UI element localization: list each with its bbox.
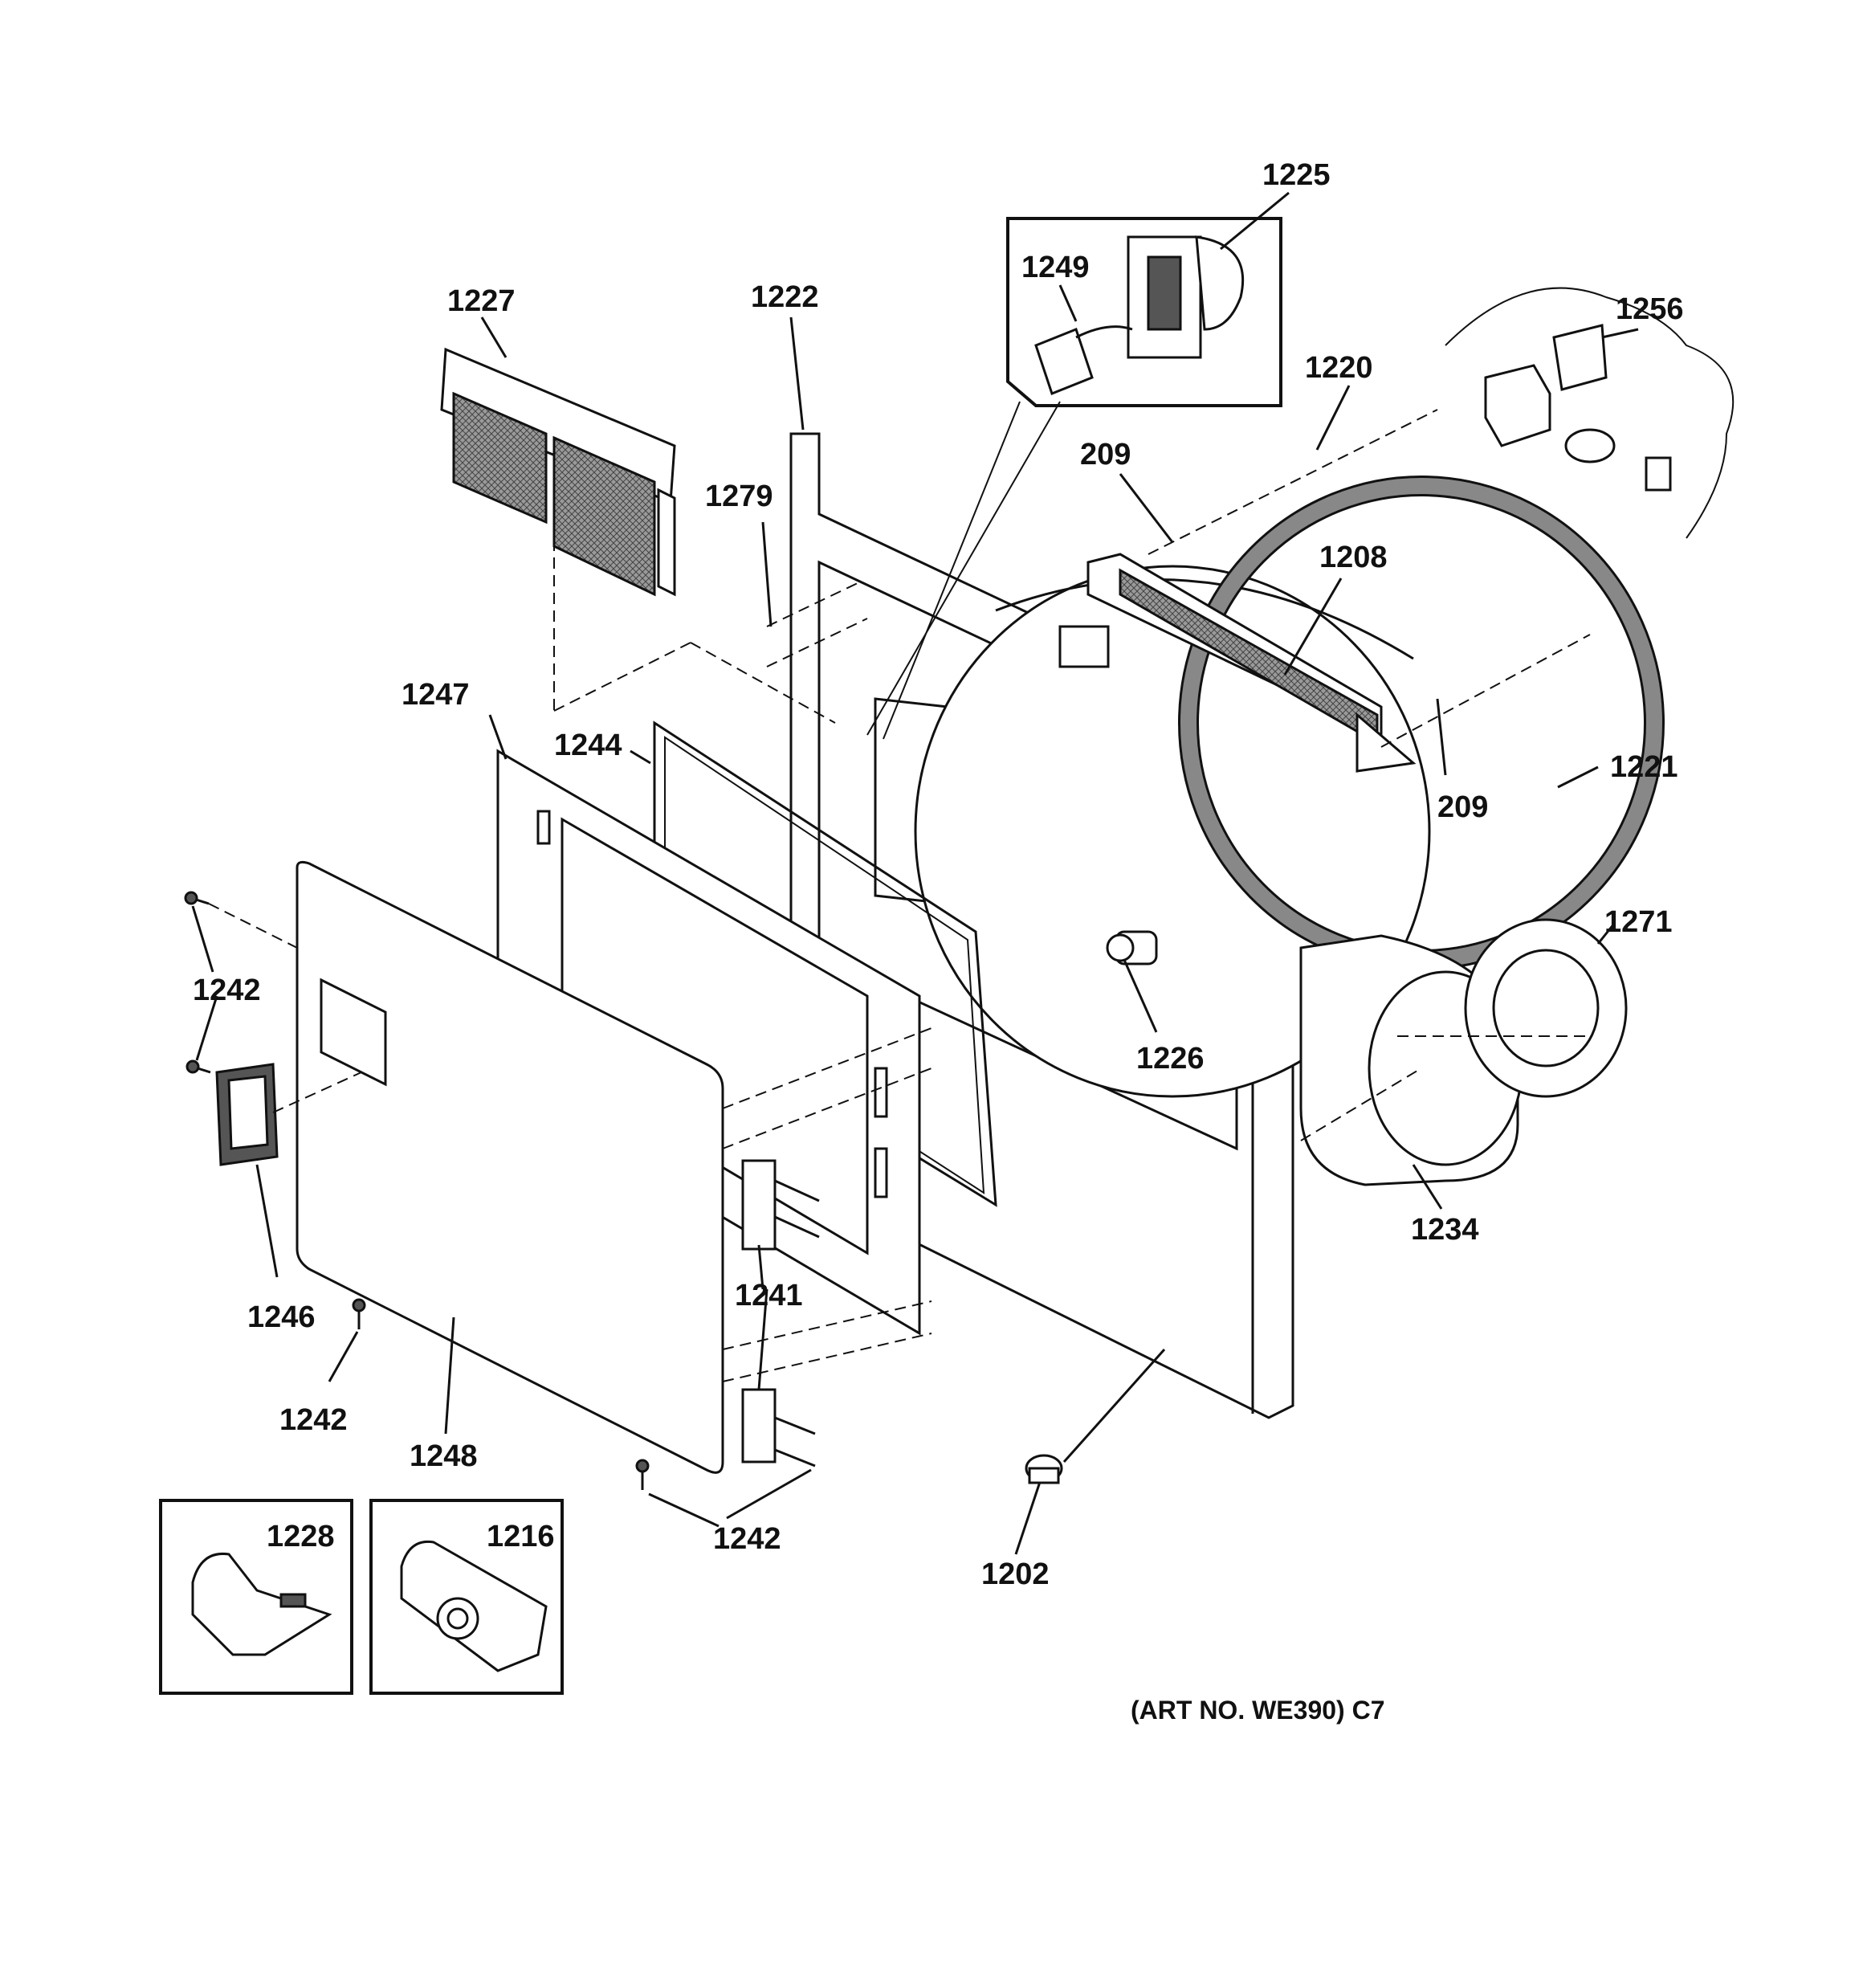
callout-1208: 1208 [1319, 541, 1388, 574]
outer-door-1248 [296, 860, 724, 1474]
callout-1248: 1248 [410, 1439, 478, 1473]
inset-1228 [159, 1499, 353, 1695]
callout-1216: 1216 [487, 1520, 555, 1553]
callout-1227: 1227 [447, 284, 516, 318]
leader-lines [191, 191, 1639, 1555]
inset-1216 [369, 1499, 564, 1695]
callout-1247: 1247 [402, 678, 470, 712]
callout-1228: 1228 [267, 1520, 335, 1553]
callout-1221: 1221 [1610, 750, 1678, 784]
callout-1234: 1234 [1411, 1213, 1479, 1247]
dashed-assembly-lines [208, 409, 1591, 1382]
door-switch-1246 [215, 1063, 279, 1166]
lint-filter-1227 [440, 347, 676, 597]
callout-1242-bottom-left: 1242 [279, 1403, 348, 1437]
art-number-caption: (ART NO. WE390) C7 [1131, 1696, 1384, 1725]
lamp-assembly-1256 [1445, 287, 1735, 539]
callout-1246: 1246 [247, 1300, 316, 1334]
duct-seal-1271 [1464, 918, 1628, 1098]
door-hinges-1241 [741, 1159, 820, 1468]
callout-1226: 1226 [1136, 1042, 1205, 1076]
foot-1202 [1025, 1454, 1063, 1484]
callout-1256: 1256 [1616, 292, 1684, 326]
callout-1241: 1241 [735, 1279, 803, 1312]
inset-1225-1249 [866, 217, 1282, 740]
callout-1242-bottom: 1242 [713, 1522, 781, 1556]
callout-1244: 1244 [554, 729, 622, 762]
callout-1242-left: 1242 [193, 974, 261, 1007]
lint-duct-1208 [1086, 553, 1417, 773]
inner-door-1247 [496, 749, 921, 1336]
roller-1226 [1106, 930, 1158, 965]
callout-1271: 1271 [1604, 905, 1673, 939]
callout-1222: 1222 [751, 280, 819, 314]
callout-1220: 1220 [1305, 351, 1373, 385]
callout-1225: 1225 [1262, 158, 1331, 192]
callout-1279: 1279 [705, 480, 773, 513]
callout-209-right: 209 [1437, 790, 1488, 824]
callout-1249: 1249 [1021, 251, 1090, 284]
callout-209-top: 209 [1080, 438, 1131, 471]
callout-1202: 1202 [981, 1557, 1050, 1591]
screws-1242 [184, 891, 650, 1490]
